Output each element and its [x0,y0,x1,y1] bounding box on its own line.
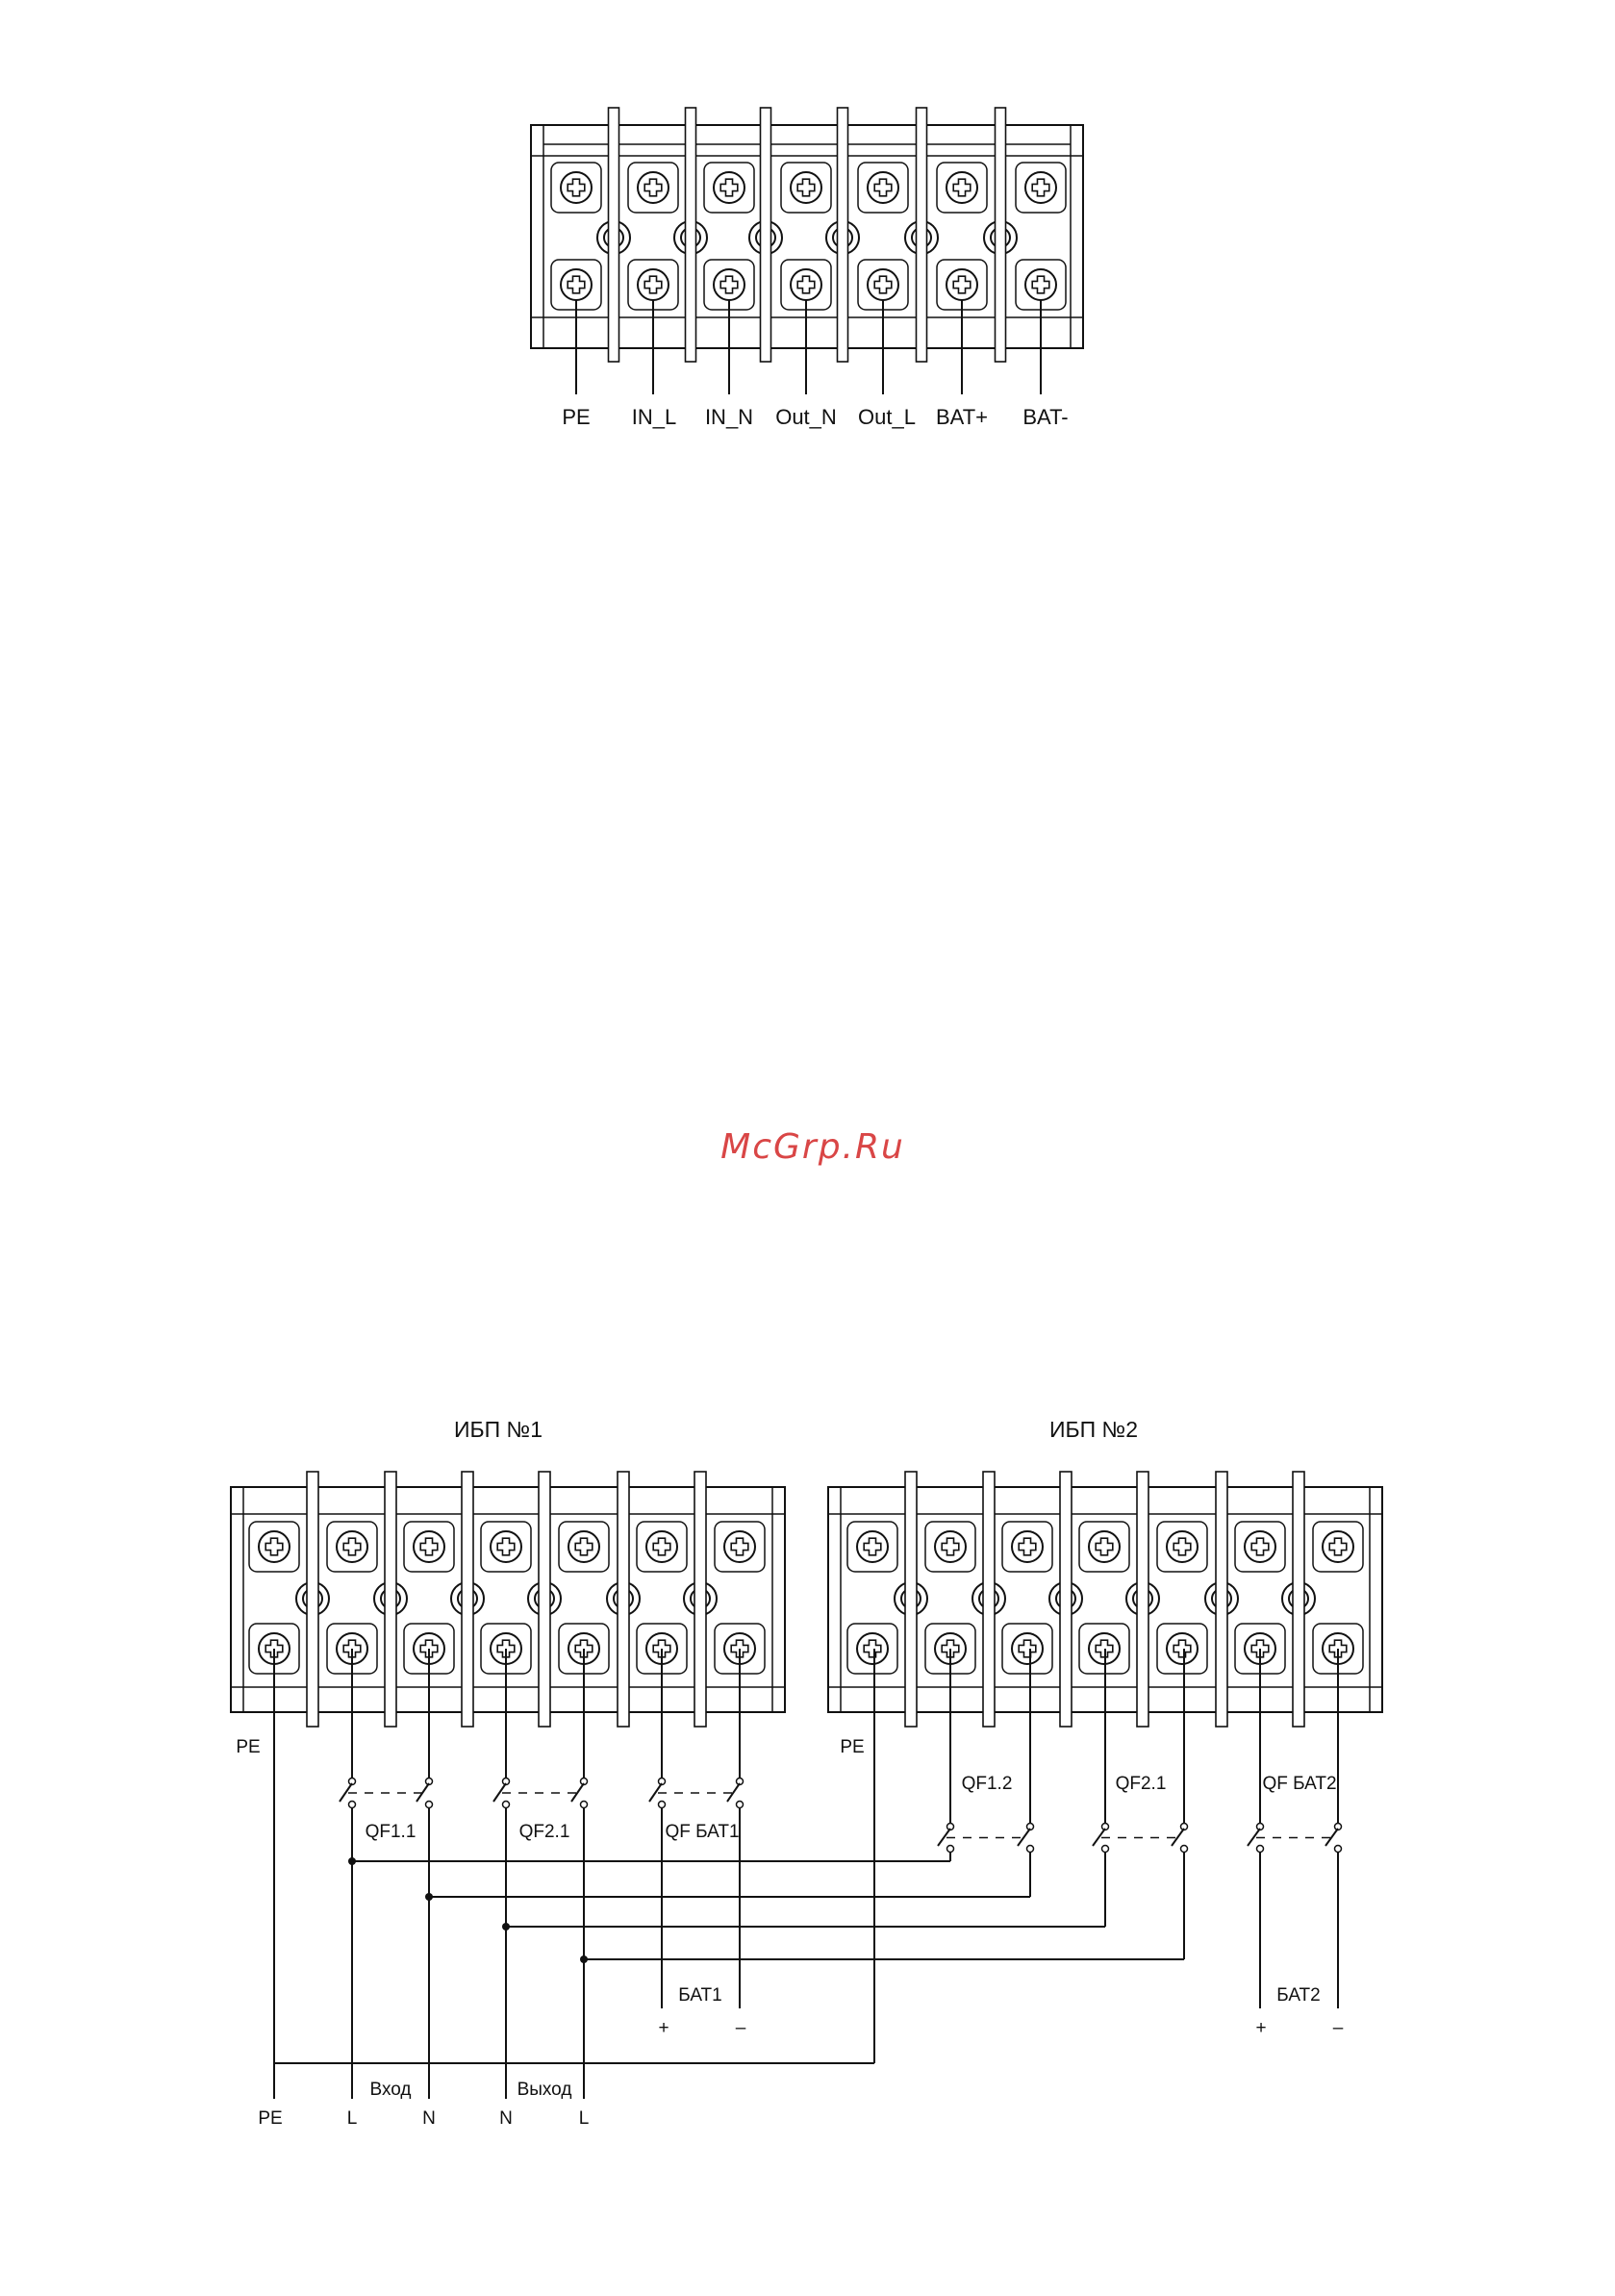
screw-icon [1235,1522,1285,1572]
bat1-minus: – [736,2018,746,2038]
top-label-pe: PE [562,405,590,429]
screw-icon [937,163,987,213]
terminal-post [983,1472,995,1727]
top-rivet-row [597,221,1017,254]
terminal-post [307,1472,318,1727]
output-n-wire [502,1649,1105,2099]
screw-icon [847,1522,897,1572]
breaker-switch-icon [1248,1824,1342,1853]
top-label-bat-minus: BAT- [1022,405,1068,429]
pe-wire [274,1649,874,2099]
watermark-text: McGrp.Ru [720,1127,905,1167]
terminal-post [1060,1472,1072,1727]
output-label: Выход [517,2080,572,2100]
breaker-switch-icon [938,1824,1034,1853]
screw-icon [1002,1624,1052,1674]
terminal-post [539,1472,550,1727]
breaker-label-qf-bat2: QF БАТ2 [1262,1774,1336,1794]
screw-icon [1079,1522,1129,1572]
ups1-title: ИБП №1 [454,1417,543,1442]
breaker-labels: QF1.1 QF2.1 QF БАТ1 QF1.2 QF2.1 QF БАТ2 [366,1774,1337,1842]
terminal-post [905,1472,917,1727]
terminal-post [609,108,619,362]
wiring [274,1649,1338,2099]
screw-icon [481,1522,531,1572]
breaker-switch-icon [649,1779,744,1808]
terminal-post [761,108,771,362]
ups2-rivet-row [895,1582,1315,1615]
terminal-post [694,1472,706,1727]
ups2-pe-label: PE [840,1737,864,1757]
screw-icon [847,1624,897,1674]
screw-icon [1002,1522,1052,1572]
breaker-switch-icon [1093,1824,1188,1853]
bottom-terminal-input-l: L [347,2108,358,2129]
bat2-plus: + [1255,2018,1266,2038]
ups2-title: ИБП №2 [1049,1417,1138,1442]
bottom-terminal-output-l: L [579,2108,590,2129]
breaker-label-qf1-1: QF1.1 [366,1822,416,1842]
terminal-post [996,108,1006,362]
top-label-bat-plus: BAT+ [936,405,988,429]
terminal-post [686,108,696,362]
bottom-terminal-pe: PE [258,2108,282,2129]
top-terminal-labels: PE IN_L IN_N Out_N Out_L BAT+ BAT- [562,405,1068,429]
breaker-switch-icon [493,1779,588,1808]
breaker-label-qf2-1-ups1: QF2.1 [519,1822,570,1842]
battery-labels: БАТ1 + – БАТ2 + – [658,1985,1343,2038]
screw-icon [637,1522,687,1572]
bottom-labels: Вход Выход PE L N N L [258,2080,589,2129]
terminal-post [618,1472,629,1727]
bat1-plus: + [658,2018,669,2038]
screw-icon [1016,163,1066,213]
top-terminal-block: PE IN_L IN_N Out_N Out_L BAT+ BAT- [531,108,1083,429]
bottom-terminal-input-n: N [422,2108,436,2129]
breaker-label-qf2-1-ups2: QF2.1 [1116,1774,1167,1794]
screw-icon [559,1522,609,1572]
screw-icon [715,1522,765,1572]
ups1-breakers [340,1779,744,1808]
top-label-out-n: Out_N [775,405,837,429]
screw-icon [249,1522,299,1572]
bat2-minus: – [1333,2018,1344,2038]
bat1-label: БАТ1 [678,1985,721,2006]
terminal-post [1216,1472,1227,1727]
screw-icon [925,1522,975,1572]
top-label-in-l: IN_L [632,405,676,429]
screw-icon [404,1522,454,1572]
screw-icon [1157,1624,1207,1674]
screw-icon [704,163,754,213]
screw-icon [628,163,678,213]
ups1-terminal-block [231,1472,785,1727]
bottom-terminal-output-n: N [499,2108,513,2129]
top-label-in-n: IN_N [705,405,753,429]
output-l-wire [580,1649,1184,2099]
breaker-label-qf-bat1: QF БАТ1 [665,1822,739,1842]
terminal-post [838,108,848,362]
ups1-pe-label: PE [236,1737,260,1757]
screw-icon [858,163,908,213]
screw-icon [781,163,831,213]
terminal-post [1137,1472,1148,1727]
bat2-label: БАТ2 [1276,1985,1320,2006]
input-n-wire [425,1649,1030,2099]
terminal-post [462,1472,473,1727]
terminal-post [385,1472,396,1727]
screw-icon [551,163,601,213]
terminal-post [917,108,927,362]
top-label-out-l: Out_L [858,405,916,429]
screw-icon [1157,1522,1207,1572]
screw-icon [1313,1522,1363,1572]
breaker-switch-icon [340,1779,433,1808]
input-label: Вход [370,2080,412,2100]
ups2-breakers [938,1824,1342,1853]
screw-icon [327,1522,377,1572]
breaker-label-qf1-2: QF1.2 [962,1774,1013,1794]
input-l-wire [348,1649,950,2099]
ups1-rivet-row [296,1582,717,1615]
terminal-post [1293,1472,1304,1727]
